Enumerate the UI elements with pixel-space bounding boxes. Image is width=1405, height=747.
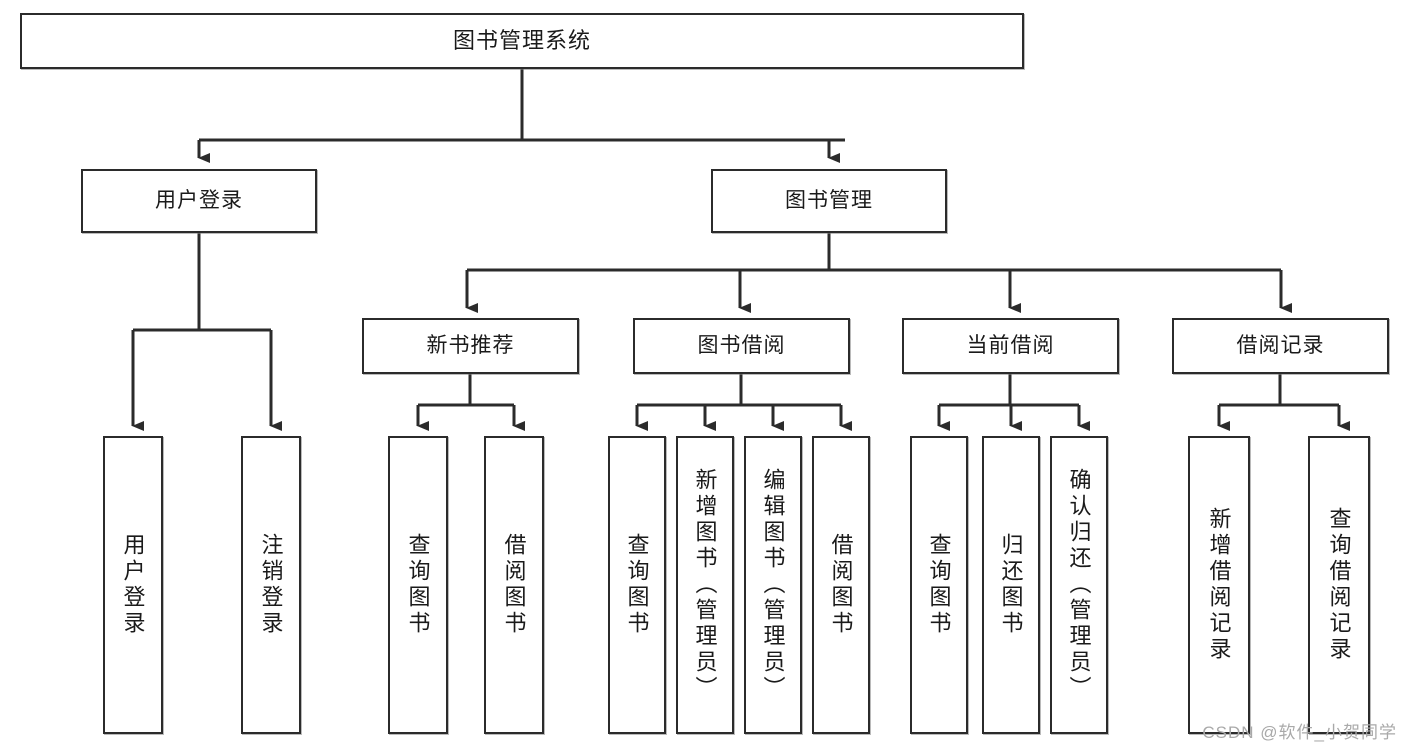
watermark: CSDN @软件_小贺同学 <box>1202 723 1397 742</box>
node-new-book-recommend[interactable]: 新书推荐 <box>362 318 579 374</box>
leaf-confirm-return-admin[interactable]: 确认归还（管理员） <box>1050 436 1108 734</box>
leaf-query-borrow-record[interactable]: 查询借阅记录 <box>1308 436 1370 734</box>
leaf-label: 编辑图书（管理员） <box>760 468 786 702</box>
leaf-label: 查询图书 <box>926 533 952 637</box>
leaf-label: 确认归还（管理员） <box>1066 468 1092 702</box>
node-user-login[interactable]: 用户登录 <box>81 169 317 233</box>
leaf-add-borrow-record[interactable]: 新增借阅记录 <box>1188 436 1250 734</box>
leaf-label: 注销登录 <box>258 533 284 637</box>
leaf-label: 归还图书 <box>998 533 1024 637</box>
leaf-query-book-current[interactable]: 查询图书 <box>910 436 968 734</box>
leaf-label: 查询借阅记录 <box>1326 507 1352 663</box>
leaf-user-login[interactable]: 用户登录 <box>103 436 163 734</box>
leaf-label: 查询图书 <box>405 533 431 637</box>
node-label: 图书管理 <box>785 189 873 213</box>
leaf-borrow-book[interactable]: 借阅图书 <box>812 436 870 734</box>
node-book-management[interactable]: 图书管理 <box>711 169 947 233</box>
leaf-label: 借阅图书 <box>501 533 527 637</box>
leaf-label: 查询图书 <box>624 533 650 637</box>
node-label: 用户登录 <box>155 189 243 213</box>
node-book-borrow[interactable]: 图书借阅 <box>633 318 850 374</box>
leaf-label: 用户登录 <box>120 533 146 637</box>
node-label: 图书管理系统 <box>452 27 591 53</box>
leaf-add-book-admin[interactable]: 新增图书（管理员） <box>676 436 734 734</box>
node-label: 新书推荐 <box>426 334 515 358</box>
node-root-book-management-system[interactable]: 图书管理系统 <box>20 13 1024 69</box>
leaf-borrow-book-recommend[interactable]: 借阅图书 <box>484 436 544 734</box>
node-current-borrow[interactable]: 当前借阅 <box>902 318 1119 374</box>
leaf-label: 新增借阅记录 <box>1206 507 1232 663</box>
leaf-return-book[interactable]: 归还图书 <box>982 436 1040 734</box>
leaf-label: 新增图书（管理员） <box>692 468 718 702</box>
node-label: 借阅记录 <box>1236 334 1325 358</box>
leaf-query-book-borrow[interactable]: 查询图书 <box>608 436 666 734</box>
node-label: 当前借阅 <box>966 334 1055 358</box>
leaf-label: 借阅图书 <box>828 533 854 637</box>
leaf-logout[interactable]: 注销登录 <box>241 436 301 734</box>
leaf-query-book-recommend[interactable]: 查询图书 <box>388 436 448 734</box>
node-label: 图书借阅 <box>697 334 786 358</box>
node-borrow-records[interactable]: 借阅记录 <box>1172 318 1389 374</box>
leaf-edit-book-admin[interactable]: 编辑图书（管理员） <box>744 436 802 734</box>
